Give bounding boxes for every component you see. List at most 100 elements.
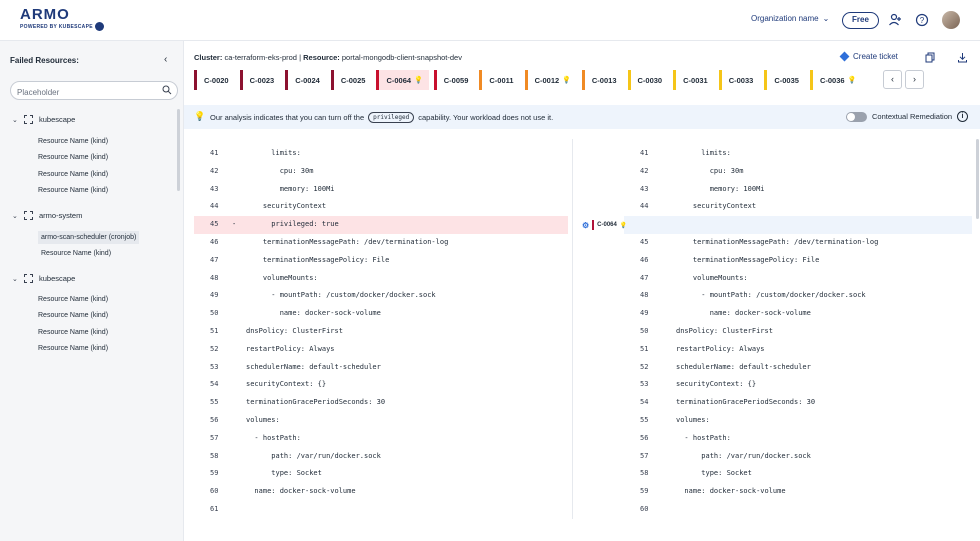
line-number: 57 xyxy=(210,433,219,442)
tree-leaf[interactable]: Resource Name (kind) xyxy=(38,187,109,194)
collapse-sidebar-icon[interactable]: ‹ xyxy=(164,54,168,65)
control-chip[interactable]: C-0031 xyxy=(673,70,714,90)
line-number: 54 xyxy=(640,398,649,407)
control-chip[interactable]: C-0035 xyxy=(764,70,805,90)
search-icon[interactable] xyxy=(162,85,172,95)
code-text: - mountPath: /custom/docker/docker.sock xyxy=(676,291,866,300)
tree-namespace[interactable]: ⌄ kubescape xyxy=(12,115,75,124)
armo-logo[interactable]: ARMO POWERED BY KUBESCAPE xyxy=(20,7,104,31)
gear-icon: ⚙ xyxy=(582,220,590,230)
control-id: C-0023 xyxy=(249,75,275,85)
control-chip[interactable]: C-0033 xyxy=(718,70,760,90)
plan-badge[interactable]: Free xyxy=(842,12,879,29)
logo-text: ARMO xyxy=(20,6,70,23)
line-number: 48 xyxy=(640,291,649,300)
diff-line: 47 terminationMessagePolicy: File xyxy=(194,252,568,270)
chevron-down-icon: ⌄ xyxy=(822,14,830,23)
sidebar-title: Failed Resources: xyxy=(10,56,79,65)
severity-bar xyxy=(330,70,334,90)
control-id: C-0064 xyxy=(386,75,412,85)
user-avatar[interactable] xyxy=(942,11,960,29)
sidebar-scrollbar[interactable] xyxy=(177,109,180,191)
severity-bar xyxy=(627,70,631,90)
diff-line: 49 - mountPath: /custom/docker/docker.so… xyxy=(194,287,568,305)
code-text: name: docker-sock-volume xyxy=(676,487,786,496)
line-number: 54 xyxy=(210,380,219,389)
line-number: 60 xyxy=(210,487,219,496)
severity-bar xyxy=(809,70,813,90)
control-chip[interactable]: C-0013 xyxy=(581,70,623,90)
diff-line: 43 memory: 100Mi xyxy=(624,181,972,199)
control-chip[interactable]: C-0012💡 xyxy=(524,70,577,90)
tree-leaf[interactable]: Resource Name (kind) xyxy=(38,154,109,161)
severity-bar xyxy=(673,70,677,90)
control-chip[interactable]: C-0011 xyxy=(479,70,520,90)
contextual-remediation-toggle[interactable] xyxy=(846,112,867,122)
tree-leaf[interactable]: Resource Name (kind) xyxy=(38,171,109,178)
main-panel: Cluster: ca-terraform-eks-prod | Resourc… xyxy=(184,41,980,541)
help-icon[interactable]: ? xyxy=(915,13,929,27)
toggle-label: Contextual Remediation xyxy=(872,112,953,121)
control-chip[interactable]: C-0020 xyxy=(194,70,235,90)
control-chip[interactable]: C-0024 xyxy=(285,70,326,90)
code-text: terminationMessagePolicy: File xyxy=(246,255,390,264)
diff-scrollbar[interactable] xyxy=(976,139,979,219)
code-text: terminationMessagePath: /dev/termination… xyxy=(676,238,879,246)
line-number: 53 xyxy=(210,362,219,371)
chevron-down-icon: ⌄ xyxy=(12,275,18,283)
tree-leaf[interactable]: Resource Name (kind) xyxy=(38,138,109,145)
copy-icon[interactable] xyxy=(925,52,936,63)
control-chip[interactable]: C-0030 xyxy=(627,70,669,90)
tree-leaf[interactable]: Resource Name (kind) xyxy=(38,296,109,303)
control-id: C-0033 xyxy=(728,75,754,85)
control-id: C-0025 xyxy=(340,75,366,85)
namespace-icon xyxy=(24,274,33,283)
line-number: 51 xyxy=(640,344,649,353)
control-chip[interactable]: C-0059 xyxy=(433,70,475,90)
diff-line: 44 securityContext xyxy=(624,198,972,216)
control-chip[interactable]: C-0023 xyxy=(239,70,281,90)
organization-dropdown[interactable]: Organization name ⌄ xyxy=(751,14,829,23)
search-input[interactable] xyxy=(11,84,151,101)
download-icon[interactable] xyxy=(957,52,968,63)
code-text: securityContext xyxy=(676,202,757,211)
add-user-icon[interactable] xyxy=(888,13,902,27)
tree-leaf[interactable]: Resource Name (kind) xyxy=(41,250,112,257)
diff-line: 56 - hostPath: xyxy=(624,430,972,448)
diff-line: 46 terminationMessagePolicy: File xyxy=(624,252,972,270)
tree-namespace[interactable]: ⌄ armo-system xyxy=(12,211,82,220)
tree-leaf[interactable]: Resource Name (kind) xyxy=(38,345,109,352)
resource-label: Resource: xyxy=(303,53,340,62)
line-number: 58 xyxy=(640,469,649,478)
diff-line: 41 limits: xyxy=(624,145,972,163)
control-chip[interactable]: C-0036💡 xyxy=(809,70,863,90)
diff-line: 58 path: /var/run/docker.sock xyxy=(194,448,568,466)
diff-line: 49 name: docker-sock-volume xyxy=(624,305,972,323)
tree-namespace[interactable]: ⌄ kubescape xyxy=(12,274,75,283)
tree-leaf[interactable]: Resource Name (kind) xyxy=(38,329,109,336)
code-text: memory: 100Mi xyxy=(246,184,335,193)
control-id: C-0012 xyxy=(534,75,560,85)
tree-leaf[interactable]: Resource Name (kind) xyxy=(38,312,109,319)
control-chip[interactable]: C-0064💡 xyxy=(376,70,429,90)
severity-bar xyxy=(592,220,595,231)
chevron-left-icon[interactable]: ‹ xyxy=(883,70,902,89)
tree-leaf-selected[interactable]: armo-scan-scheduler (cronjob) xyxy=(38,231,140,244)
line-number: 47 xyxy=(210,255,219,264)
info-icon[interactable]: i xyxy=(957,111,968,122)
create-ticket-button[interactable]: Create ticket xyxy=(839,51,898,62)
diff-line: 59 type: Socket xyxy=(194,465,568,483)
lightbulb-icon: 💡 xyxy=(619,222,628,229)
line-number: 51 xyxy=(210,327,219,335)
line-number: 49 xyxy=(640,309,649,318)
inline-control-tag[interactable]: ⚙C-0064💡 xyxy=(582,220,628,231)
code-text: volumes: xyxy=(246,416,280,424)
control-id: C-0024 xyxy=(295,75,320,85)
line-number: 52 xyxy=(210,344,219,353)
chevron-right-icon[interactable]: › xyxy=(905,70,924,89)
chevron-down-icon: ⌄ xyxy=(12,116,18,124)
control-chip[interactable]: C-0025 xyxy=(330,70,372,90)
